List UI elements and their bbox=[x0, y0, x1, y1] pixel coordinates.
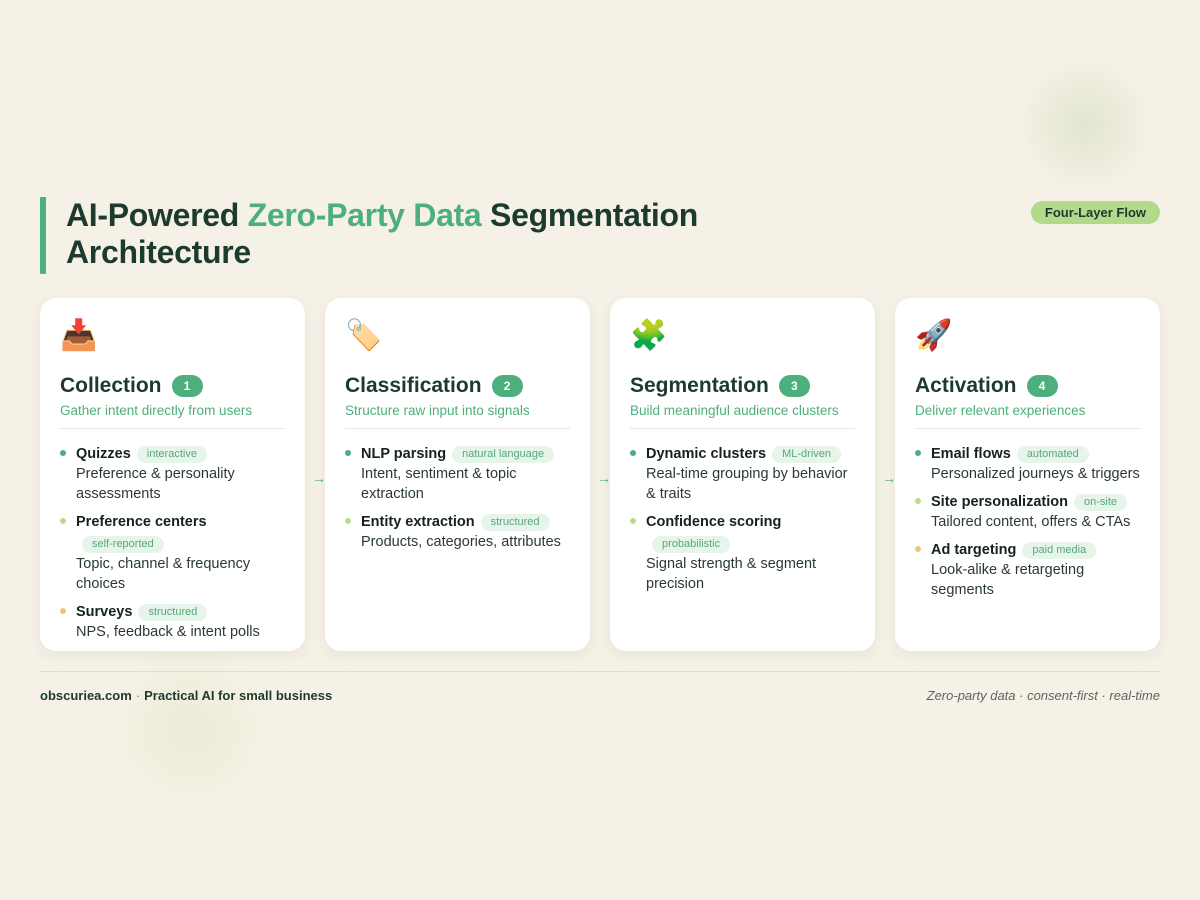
rocket-icon: 🚀 bbox=[915, 319, 953, 352]
layer-subtitle: Structure raw input into signals bbox=[345, 403, 530, 418]
item-name: Quizzes bbox=[76, 446, 131, 462]
item-description: Topic, channel & frequency choices bbox=[76, 556, 251, 592]
item-tag: self-reported bbox=[82, 536, 164, 553]
item-tag: structured bbox=[480, 514, 550, 531]
bullet-dot bbox=[915, 498, 921, 504]
title-part-1: AI-Powered bbox=[66, 197, 248, 233]
layer-item-list: Quizzes interactive Preference & personal… bbox=[60, 444, 285, 642]
step-badge: 4 bbox=[1026, 375, 1058, 397]
bullet-dot bbox=[345, 518, 351, 524]
item-description: NPS, feedback & intent polls bbox=[76, 624, 260, 640]
decorative-blob bbox=[1010, 60, 1160, 190]
item-description: Preference & personality assessments bbox=[76, 466, 235, 502]
layer-title: Activation bbox=[915, 374, 1017, 397]
footer-site: obscuriea.com bbox=[40, 688, 132, 703]
layer-subtitle: Build meaningful audience clusters bbox=[630, 403, 839, 418]
list-item: Surveys structured NPS, feedback & intent… bbox=[60, 602, 285, 642]
decorative-blob bbox=[100, 650, 280, 810]
item-name: Preference centers bbox=[76, 514, 207, 530]
bullet-dot bbox=[915, 450, 921, 456]
item-tag: probabilistic bbox=[652, 536, 731, 553]
bullet-dot bbox=[630, 450, 636, 456]
layer-title: Classification bbox=[345, 374, 482, 397]
item-tag: interactive bbox=[136, 446, 207, 463]
item-description: Look-alike & retargeting segments bbox=[931, 562, 1085, 598]
item-tag: automated bbox=[1016, 446, 1089, 463]
footer-brand: obscuriea.com·Practical AI for small bus… bbox=[40, 687, 332, 704]
list-item: Email flows automated Personalized journe… bbox=[915, 444, 1140, 484]
item-name: Surveys bbox=[76, 604, 133, 620]
list-item: Site personalization on-site Tailored con… bbox=[915, 492, 1140, 532]
bullet-dot bbox=[915, 546, 921, 552]
arrow-right-icon: → bbox=[312, 470, 326, 486]
layer-item-list: Dynamic clusters ML-driven Real-time grou… bbox=[630, 444, 855, 594]
divider bbox=[60, 428, 285, 429]
layer-card-activation: 🚀 Activation 4 Deliver relevant experien… bbox=[895, 298, 1160, 651]
inbox-tray-icon: 📥 bbox=[60, 319, 98, 352]
page-title: AI-Powered Zero-Party Data Segmentation … bbox=[66, 197, 766, 271]
flow-badge: Four-Layer Flow bbox=[1030, 201, 1160, 224]
layer-card-collection: 📥 Collection 1 Gather intent directly fr… bbox=[40, 298, 305, 651]
item-name: Confidence scoring bbox=[646, 514, 782, 530]
item-tag: ML-driven bbox=[772, 446, 841, 463]
footer-keywords: Zero-party data · consent-first · real-t… bbox=[926, 688, 1160, 703]
layer-subtitle: Deliver relevant experiences bbox=[915, 403, 1086, 418]
layer-item-list: Email flows automated Personalized journe… bbox=[915, 444, 1140, 600]
bullet-dot bbox=[60, 450, 66, 456]
list-item: Entity extraction structured Products, ca… bbox=[345, 512, 570, 552]
title-accent-bar bbox=[40, 197, 46, 274]
item-name: Email flows bbox=[931, 446, 1011, 462]
item-tag: natural language bbox=[452, 446, 555, 463]
step-badge: 3 bbox=[778, 375, 810, 397]
title-part-2: Segmentation Architecture bbox=[66, 197, 699, 270]
item-name: NLP parsing bbox=[361, 446, 447, 462]
item-tag: paid media bbox=[1022, 542, 1097, 559]
divider bbox=[345, 428, 570, 429]
bullet-dot bbox=[630, 518, 636, 524]
item-tag: structured bbox=[138, 604, 208, 621]
bullet-dot bbox=[345, 450, 351, 456]
layer-item-list: NLP parsing natural language Intent, sent… bbox=[345, 444, 570, 552]
list-item: Quizzes interactive Preference & personal… bbox=[60, 444, 285, 504]
divider bbox=[915, 428, 1140, 429]
arrow-right-icon: → bbox=[882, 470, 896, 486]
item-description: Personalized journeys & triggers bbox=[931, 466, 1140, 482]
list-item: Dynamic clusters ML-driven Real-time grou… bbox=[630, 444, 855, 504]
bullet-dot bbox=[60, 518, 66, 524]
divider bbox=[630, 428, 855, 429]
item-tag: on-site bbox=[1073, 494, 1128, 511]
layer-title: Segmentation bbox=[630, 374, 769, 397]
page-header: AI-Powered Zero-Party Data Segmentation … bbox=[40, 197, 1160, 274]
layer-title: Collection bbox=[60, 374, 162, 397]
item-name: Dynamic clusters bbox=[646, 446, 767, 462]
item-name: Ad targeting bbox=[931, 542, 1017, 558]
title-highlight: Zero-Party Data bbox=[247, 197, 482, 233]
arrow-right-icon: → bbox=[597, 470, 611, 486]
label-tag-icon: 🏷️ bbox=[345, 319, 383, 352]
layer-subtitle: Gather intent directly from users bbox=[60, 403, 253, 418]
item-name: Site personalization bbox=[931, 494, 1068, 510]
layer-card-classification: 🏷️ Classification 2 Structure raw input … bbox=[325, 298, 590, 651]
footer-separator: · bbox=[135, 688, 141, 703]
item-description: Real-time grouping by behavior & traits bbox=[646, 466, 848, 502]
list-item: Ad targeting paid media Look-alike & reta… bbox=[915, 540, 1140, 600]
footer-divider bbox=[40, 671, 1160, 672]
item-description: Signal strength & segment precision bbox=[646, 556, 817, 592]
puzzle-piece-icon: 🧩 bbox=[630, 319, 668, 352]
item-description: Products, categories, attributes bbox=[361, 534, 561, 550]
list-item: Preference centers self-reported Topic, … bbox=[60, 512, 285, 594]
footer-tagline: Practical AI for small business bbox=[144, 688, 333, 703]
item-description: Intent, sentiment & topic extraction bbox=[361, 466, 517, 502]
item-name: Entity extraction bbox=[361, 514, 475, 530]
step-badge: 1 bbox=[171, 375, 203, 397]
list-item: NLP parsing natural language Intent, sent… bbox=[345, 444, 570, 504]
bullet-dot bbox=[60, 608, 66, 614]
item-description: Tailored content, offers & CTAs bbox=[931, 514, 1131, 530]
step-badge: 2 bbox=[491, 375, 523, 397]
list-item: Confidence scoring probabilistic Signal … bbox=[630, 512, 855, 594]
layer-card-segmentation: 🧩 Segmentation 3 Build meaningful audien… bbox=[610, 298, 875, 651]
